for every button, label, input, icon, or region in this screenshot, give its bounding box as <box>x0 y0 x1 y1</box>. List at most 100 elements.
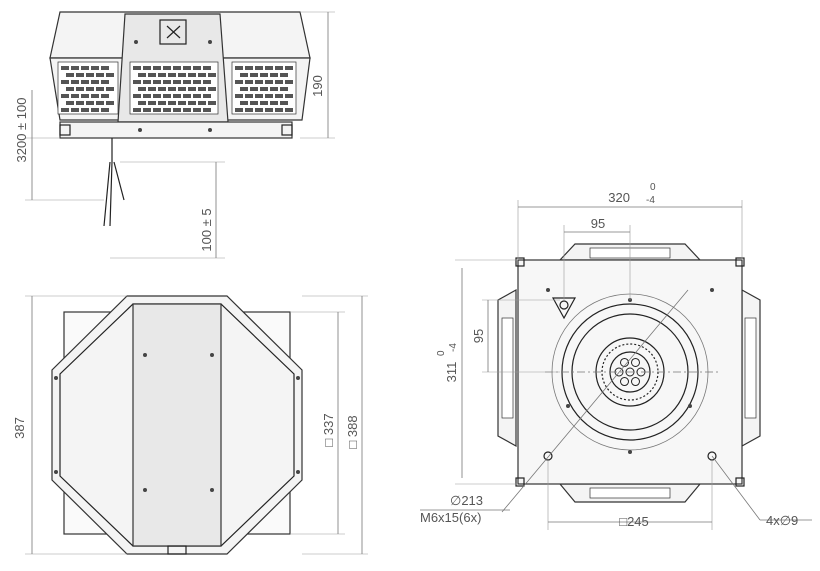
grille-slot <box>76 87 84 91</box>
dim-label-213: ∅213 <box>450 493 483 508</box>
grille-slot <box>143 108 151 112</box>
bolt-dot <box>208 40 212 44</box>
grille-slot <box>260 73 268 77</box>
bolt-dot <box>143 488 147 492</box>
grille-slot <box>91 94 99 98</box>
grille-slot <box>235 108 243 112</box>
grille-slot <box>138 87 146 91</box>
grille-slot <box>173 108 181 112</box>
terminal-symbol-circle <box>559 300 569 310</box>
grille-lines <box>61 66 293 112</box>
grille-slot <box>91 108 99 112</box>
top-view-connector <box>167 545 187 555</box>
bolt-dot <box>54 470 58 474</box>
grille-slot <box>138 73 146 77</box>
grille-slot <box>275 66 283 70</box>
dim-tol-320-top: 0 <box>650 182 656 193</box>
grille-slot <box>61 80 69 84</box>
grille-slot <box>208 101 216 105</box>
grille-slot <box>245 94 253 98</box>
dim-label-holes: 4x∅9 <box>766 513 798 528</box>
grille-slot <box>133 66 141 70</box>
grille-slot <box>81 94 89 98</box>
grille-slot <box>183 66 191 70</box>
grille-slot <box>168 73 176 77</box>
grille-slot <box>143 66 151 70</box>
grille-slot <box>71 66 79 70</box>
hub-hole <box>620 377 629 387</box>
grille-slot <box>101 80 109 84</box>
grille-slot <box>183 94 191 98</box>
grille-slot <box>250 87 258 91</box>
side-view-base-right-tab <box>281 124 293 136</box>
grille-slot <box>260 87 268 91</box>
grille-slot <box>255 108 263 112</box>
side-view-terminal-box <box>159 19 187 45</box>
dia-leader <box>501 289 689 513</box>
grille-slot <box>280 73 288 77</box>
bolt-dot <box>566 404 570 408</box>
dim-label-190: 190 <box>310 75 325 97</box>
bolt-dot <box>546 288 550 292</box>
bolt-dot <box>210 353 214 357</box>
grille-slot <box>245 66 253 70</box>
grille-slot <box>265 80 273 84</box>
grille-slot <box>193 80 201 84</box>
grille-slot <box>245 108 253 112</box>
grille-slot <box>178 101 186 105</box>
hub-hole <box>631 377 640 387</box>
grille-slot <box>173 66 181 70</box>
grille-slot <box>235 94 243 98</box>
grille-slot <box>81 66 89 70</box>
bolt-dot <box>628 450 632 454</box>
dim-label-3200: 3200 ± 100 <box>14 98 29 163</box>
dim-tol-320-bot: -4 <box>646 195 655 206</box>
grille-slot <box>61 66 69 70</box>
grille-slot <box>153 80 161 84</box>
grille-slot <box>208 87 216 91</box>
grille-slot <box>208 73 216 77</box>
grille-slot <box>163 66 171 70</box>
grille-slot <box>153 94 161 98</box>
grille-slot <box>153 66 161 70</box>
grille-slot <box>275 94 283 98</box>
grille-slot <box>81 80 89 84</box>
grille-slot <box>153 108 161 112</box>
grille-slot <box>188 73 196 77</box>
bottom-view-grille-left <box>501 317 514 419</box>
dim-label-245: □245 <box>619 514 649 529</box>
grille-slot <box>101 108 109 112</box>
grille-slot <box>76 73 84 77</box>
grille-slot <box>96 73 104 77</box>
grille-slot <box>158 87 166 91</box>
grille-slot <box>240 73 248 77</box>
grille-slot <box>240 101 248 105</box>
grille-slot <box>250 101 258 105</box>
grille-slot <box>66 73 74 77</box>
side-view-base-left-tab <box>59 124 71 136</box>
grille-slot <box>138 101 146 105</box>
bolt-dot <box>134 40 138 44</box>
grille-slot <box>148 87 156 91</box>
dim-tol-311-top: 0 <box>436 350 447 356</box>
grille-slot <box>203 108 211 112</box>
bolt-dot <box>296 376 300 380</box>
grille-slot <box>148 73 156 77</box>
grille-slot <box>183 80 191 84</box>
grille-slot <box>163 80 171 84</box>
bolt-dot <box>143 353 147 357</box>
grille-slot <box>133 80 141 84</box>
grille-slot <box>198 87 206 91</box>
grille-slot <box>203 66 211 70</box>
grille-slot <box>91 80 99 84</box>
grille-slot <box>61 108 69 112</box>
grille-slot <box>96 101 104 105</box>
grille-slot <box>285 108 293 112</box>
grille-slot <box>275 108 283 112</box>
grille-slot <box>66 87 74 91</box>
grille-slot <box>265 94 273 98</box>
grille-slot <box>270 87 278 91</box>
grille-slot <box>198 101 206 105</box>
grille-slot <box>66 101 74 105</box>
dim-label-387: 387 <box>12 417 27 439</box>
